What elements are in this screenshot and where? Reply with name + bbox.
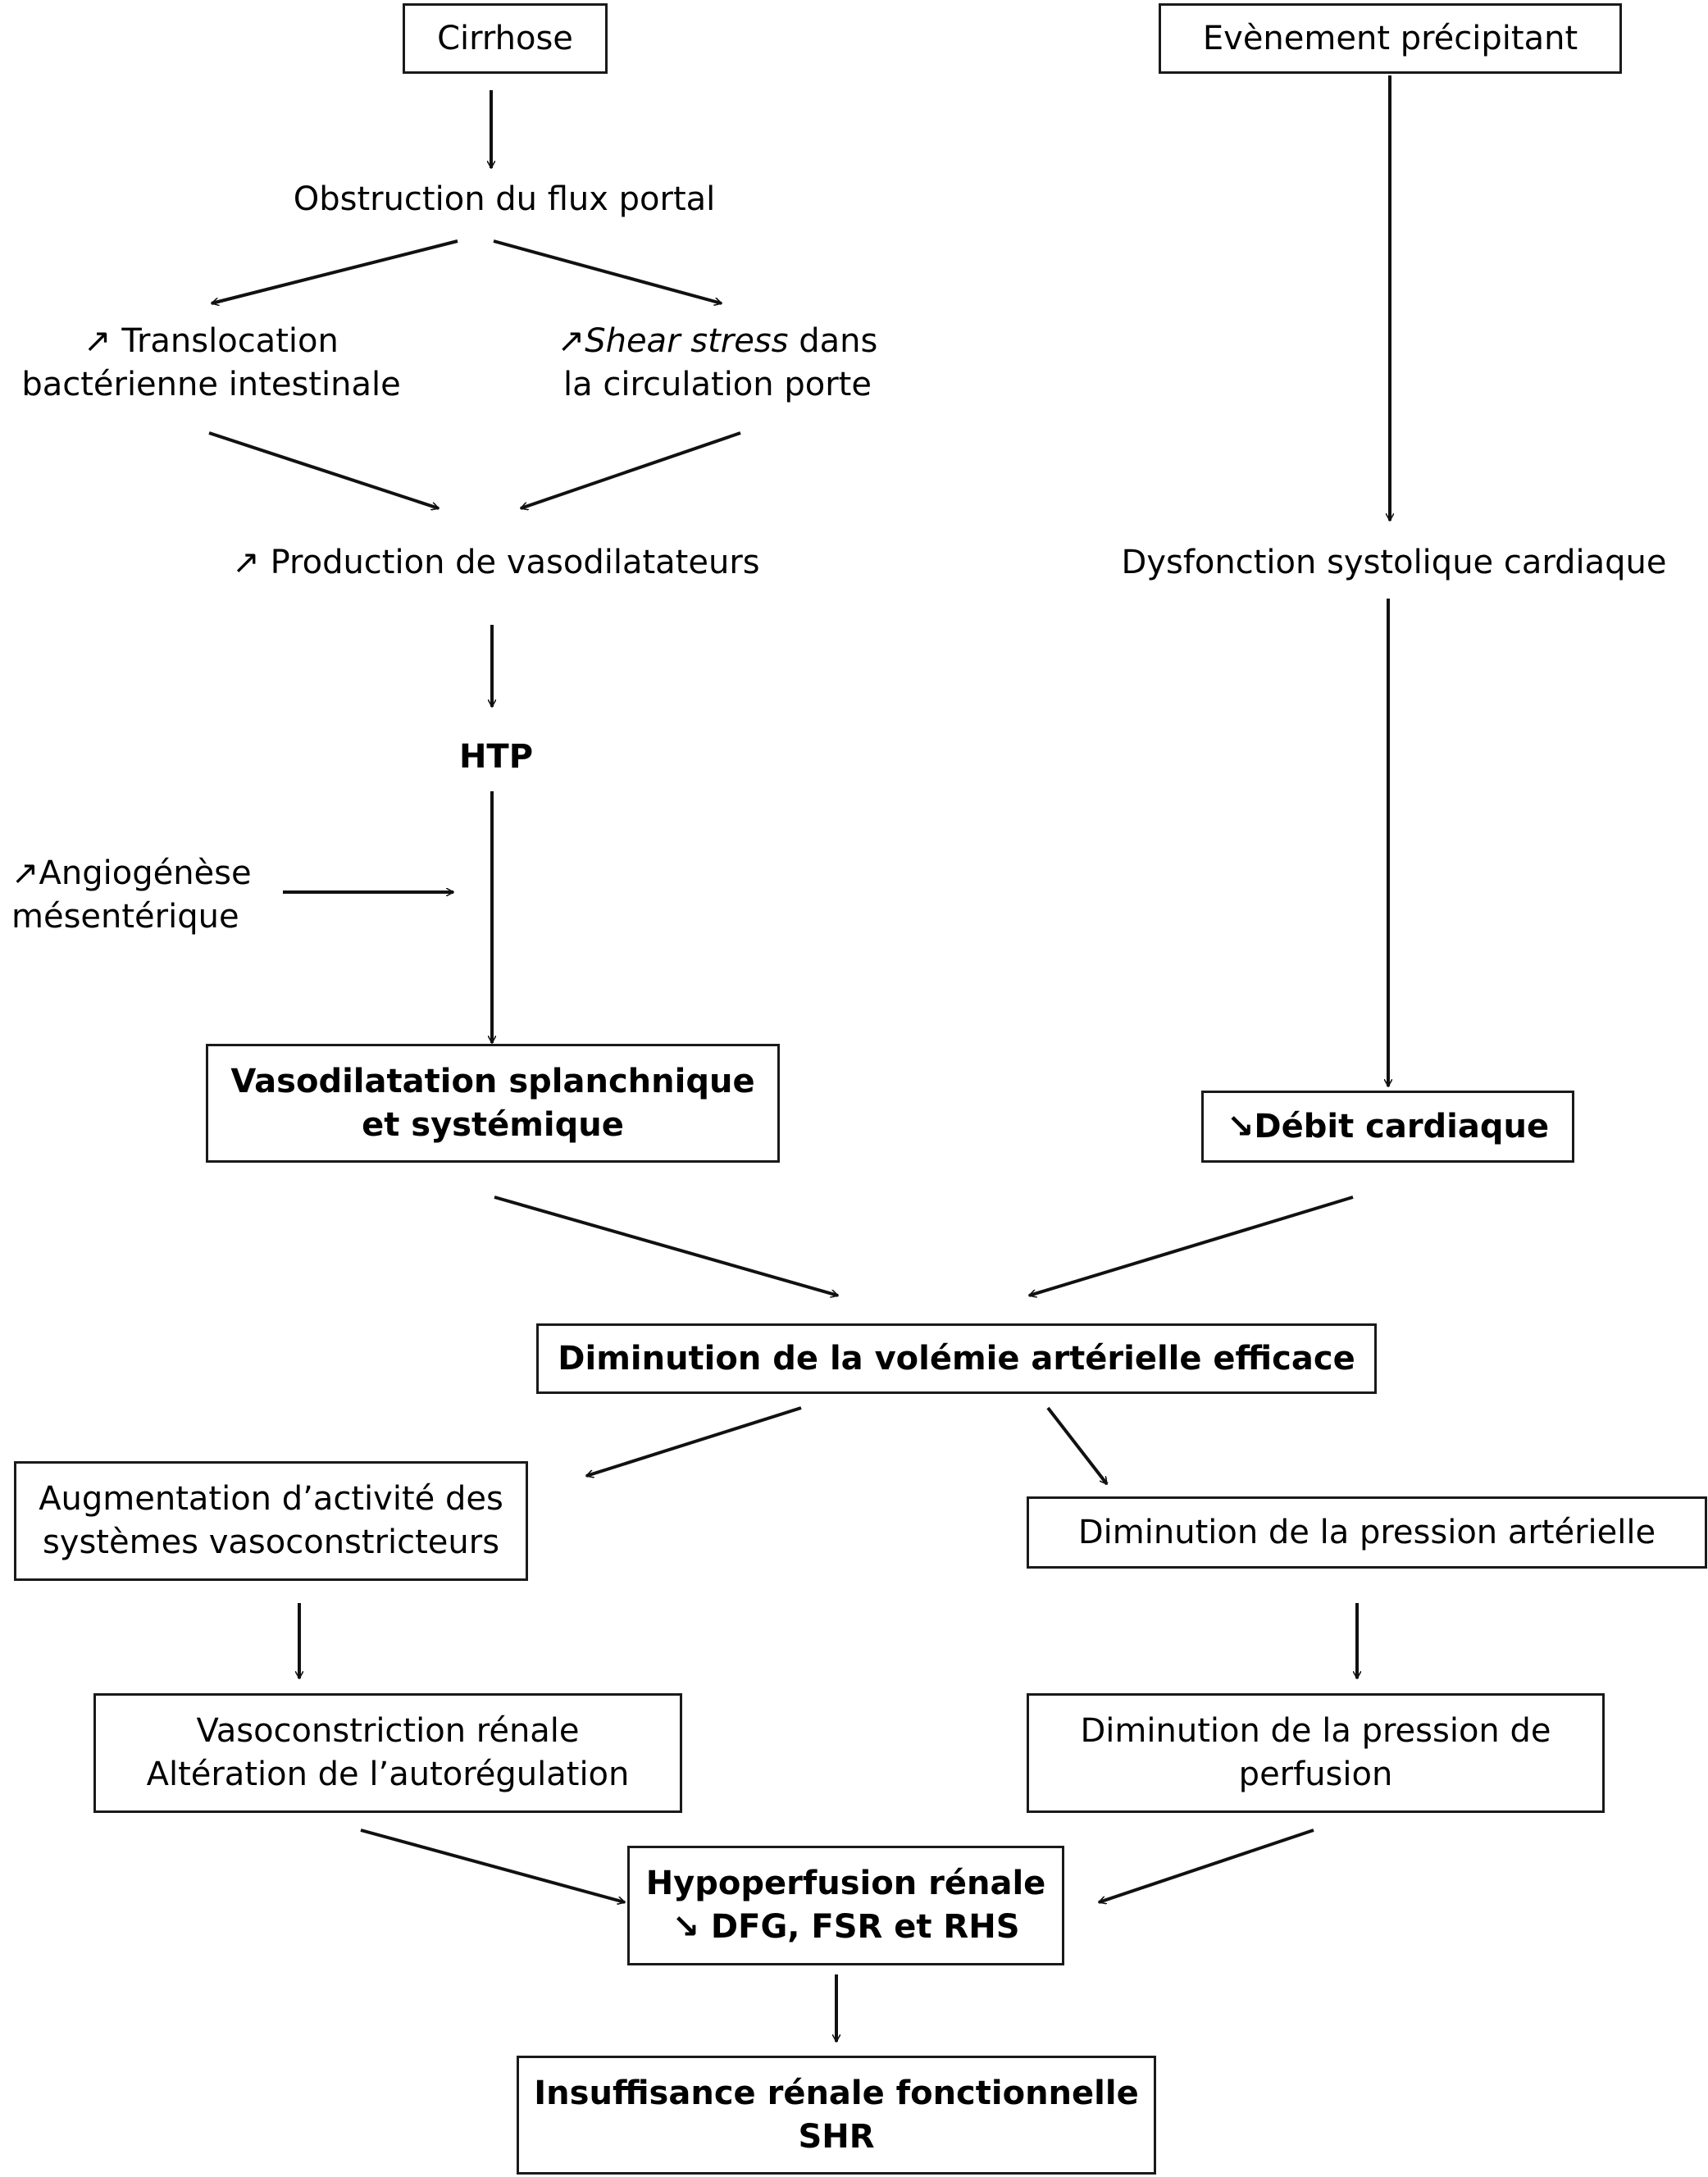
arrow-12 [1029, 1196, 1354, 1296]
node-htp: HTP [426, 732, 566, 781]
node-vasodilatation: Vasodilatation splanchnique et systémiqu… [206, 1044, 780, 1163]
node-insuffisance-line2: SHR [798, 2117, 875, 2156]
node-angiogenese-line2: mésentérique [11, 897, 239, 936]
node-augmentation-line1: Augmentation d’activité des [39, 1480, 503, 1518]
node-cirrhose-label: Cirrhose [437, 19, 573, 57]
node-hypoperfusion-line1: Hypoperfusion rénale [645, 1865, 1046, 1902]
arrow-18 [1099, 1829, 1314, 1902]
shear-line1-rest: dans [788, 321, 878, 360]
node-angiogenese: ↗Angiogénèse mésentérique [11, 848, 266, 942]
node-volemie: Diminution de la volémie artérielle effi… [536, 1323, 1377, 1394]
node-vasoconstriction-line2: Altération de l’autorégulation [146, 1756, 630, 1793]
node-translocation-line2: bactérienne intestinale [21, 365, 401, 403]
arrow-17 [360, 1829, 625, 1902]
node-translocation-line1: ↗ Translocation [84, 321, 339, 360]
arrow-14 [1046, 1406, 1109, 1484]
node-vasoconstriction: Vasoconstriction rénale Altération de l’… [93, 1693, 682, 1813]
node-production-label: ↗ Production de vasodilatateurs [232, 543, 760, 581]
node-cirrhose: Cirrhose [403, 3, 608, 74]
node-pression-perfusion: Diminution de la pression de perfusion [1027, 1693, 1605, 1813]
node-augmentation-line2: systèmes vasoconstricteurs [42, 1523, 500, 1561]
node-volemie-label: Diminution de la volémie artérielle effi… [558, 1339, 1355, 1378]
node-dysfonction-label: Dysfonction systolique cardiaque [1121, 543, 1667, 581]
arrow-13 [586, 1406, 802, 1476]
node-shear-line1: ↗Shear stress dans [558, 320, 878, 363]
node-vasodilatation-line1: Vasodilatation splanchnique [230, 1062, 755, 1100]
arrow-11 [494, 1196, 838, 1296]
node-shear-stress: ↗Shear stress dans la circulation porte [537, 316, 898, 410]
node-obstruction: Obstruction du flux portal [254, 175, 754, 224]
node-pression-perfusion-line1: Diminution de la pression de [1080, 1712, 1551, 1750]
arrow-3 [493, 239, 722, 303]
arrow-5 [521, 431, 741, 508]
node-dysfonction: Dysfonction systolique cardiaque [1074, 538, 1708, 587]
node-augmentation: Augmentation d’activité des systèmes vas… [14, 1461, 528, 1581]
node-obstruction-label: Obstruction du flux portal [293, 180, 716, 218]
arrow-2 [212, 239, 458, 303]
node-production: ↗ Production de vasodilatateurs [180, 538, 812, 587]
node-angiogenese-line1: ↗Angiogénèse [11, 854, 252, 892]
node-shear-line2: la circulation porte [563, 365, 872, 403]
increase-arrow-glyph: ↗ [557, 321, 585, 360]
node-hypoperfusion-line2: ↘ DFG, FSR et RHS [672, 1908, 1020, 1946]
node-insuffisance: Insuffisance rénale fonctionnelle SHR [517, 2056, 1156, 2175]
node-pression-arterielle-label: Diminution de la pression artérielle [1077, 1513, 1656, 1551]
node-htp-label: HTP [458, 737, 534, 776]
node-evenement-precipitant: Evènement précipitant [1159, 3, 1622, 74]
node-pression-arterielle: Diminution de la pression artérielle [1027, 1496, 1707, 1569]
node-insuffisance-line1: Insuffisance rénale fonctionnelle [534, 2074, 1139, 2112]
node-pression-perfusion-line2: perfusion [1238, 1756, 1393, 1793]
shear-stress-term: Shear stress [585, 321, 789, 360]
arrow-4 [208, 431, 439, 508]
node-vasodilatation-line2: et systémique [362, 1105, 624, 1144]
node-translocation: ↗ Translocation bactérienne intestinale [0, 316, 422, 410]
node-vasoconstriction-line1: Vasoconstriction rénale [196, 1712, 580, 1750]
node-debit-cardiaque: ↘Débit cardiaque [1201, 1091, 1574, 1163]
node-hypoperfusion: Hypoperfusion rénale ↘ DFG, FSR et RHS [627, 1846, 1064, 1965]
node-evenement-label: Evènement précipitant [1202, 19, 1578, 57]
node-debit-label: ↘Débit cardiaque [1226, 1107, 1550, 1145]
